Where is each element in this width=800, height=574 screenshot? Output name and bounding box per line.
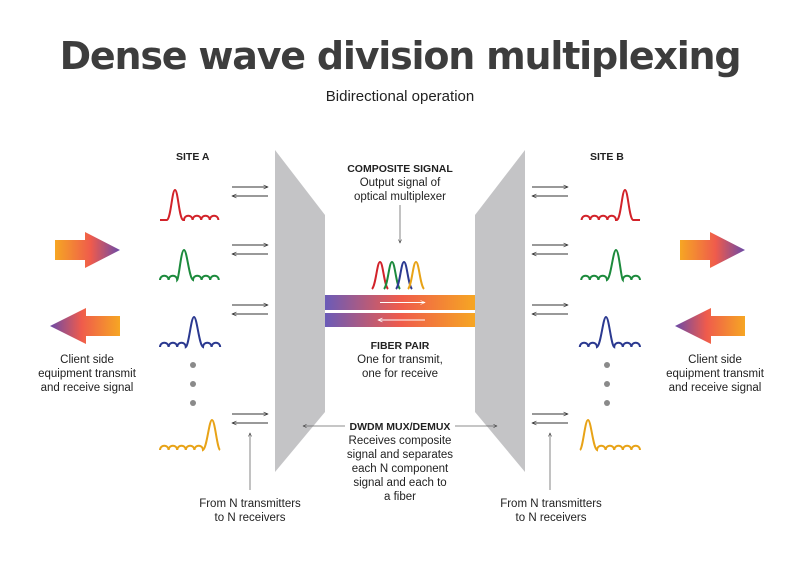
site-a-ellipsis-dots xyxy=(190,362,196,406)
client-right-line3: and receive signal xyxy=(668,382,762,394)
site-b-wave-blue xyxy=(578,315,641,349)
site-a-wave-orange xyxy=(159,418,221,452)
fiber-pair-label: FIBER PAIR One for transmit, one for rec… xyxy=(330,339,470,381)
fiber-pair-line2: one for receive xyxy=(361,368,439,380)
transmitters-label-right: From N transmitters to N receivers xyxy=(476,497,626,525)
fiber-pair-heading: FIBER PAIR xyxy=(370,340,430,352)
site-a-label: SITE A xyxy=(176,151,210,163)
composite-signal-line2: optical multiplexer xyxy=(353,191,447,203)
site-b-waveforms xyxy=(578,188,641,452)
composite-wave-red xyxy=(371,260,389,290)
composite-wave-blue xyxy=(395,260,413,290)
transmitters-left-line1: From N transmitters xyxy=(199,498,301,510)
client-arrow-right-receive xyxy=(675,308,745,344)
site-a-waveforms xyxy=(159,188,222,452)
site-a-wave-green xyxy=(159,248,220,283)
site-b-wave-orange xyxy=(579,418,641,452)
site-b-wave-red xyxy=(580,188,640,221)
site-a-wave-red xyxy=(160,188,220,221)
client-left-line2: equipment transmit xyxy=(38,368,136,380)
page-subtitle: Bidirectional operation xyxy=(325,88,475,105)
client-right-line2: equipment transmit xyxy=(666,368,764,380)
fiber-pair-line1: One for transmit, xyxy=(357,354,443,366)
mux-panel-left xyxy=(275,150,325,472)
composite-signal-label: COMPOSITE SIGNAL Output signal of optica… xyxy=(330,162,470,204)
client-label-right: Client side equipment transmit and recei… xyxy=(650,353,780,395)
dwdm-line3: each N component xyxy=(351,463,449,475)
site-a-wave-blue xyxy=(159,315,222,349)
client-label-left: Client side equipment transmit and recei… xyxy=(22,353,152,395)
composite-wave-green xyxy=(383,260,401,290)
composite-wave-orange xyxy=(407,260,425,290)
page-title: Dense wave division multiplexing xyxy=(59,34,742,78)
dwdm-heading: DWDM MUX/DEMUX xyxy=(349,421,451,433)
transmitters-right-line1: From N transmitters xyxy=(500,498,602,510)
dwdm-muxdemux-label: DWDM MUX/DEMUX Receives composite signal… xyxy=(330,420,470,504)
client-right-line1: Client side xyxy=(688,354,742,366)
composite-signal-heading: COMPOSITE SIGNAL xyxy=(347,163,453,175)
transmitters-left-line2: to N receivers xyxy=(214,512,286,524)
transmitters-right-line2: to N receivers xyxy=(515,512,587,524)
client-arrow-left-transmit xyxy=(55,232,120,268)
composite-signal-line1: Output signal of xyxy=(359,177,441,189)
site-b-wave-green xyxy=(580,248,641,283)
client-left-line3: and receive signal xyxy=(40,382,134,394)
dwdm-line5: a fiber xyxy=(384,491,416,503)
site-b-ellipsis-dots xyxy=(604,362,610,406)
client-arrow-right-transmit xyxy=(680,232,745,268)
site-b-label: SITE B xyxy=(590,151,624,163)
dwdm-line2: signal and separates xyxy=(346,449,454,461)
site-a-bidirectional-arrows xyxy=(232,187,268,423)
client-left-line1: Client side xyxy=(60,354,114,366)
site-b-bidirectional-arrows xyxy=(532,187,568,423)
demux-panel-right xyxy=(475,150,525,472)
dwdm-line1: Receives composite xyxy=(348,435,452,447)
dwdm-line4: signal and each to xyxy=(353,477,447,489)
transmitters-label-left: From N transmitters to N receivers xyxy=(175,497,325,525)
composite-signal-waves xyxy=(371,260,425,290)
client-arrow-left-receive xyxy=(50,308,120,344)
